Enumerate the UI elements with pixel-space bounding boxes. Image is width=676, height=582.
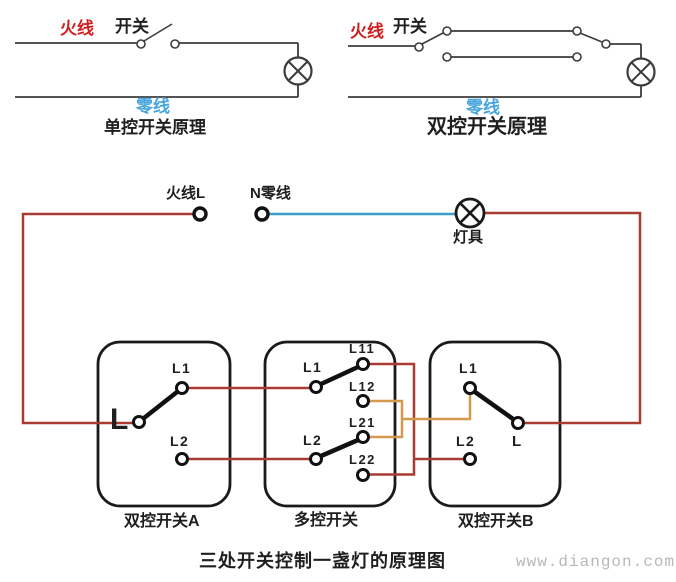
switch-a-l2-label: L2: [170, 433, 190, 449]
multi-switch-l2-terminal: [309, 452, 323, 466]
tl-neutral-label: 零线: [136, 97, 170, 116]
live-feed-wire: [21, 212, 200, 425]
tl-switch-label: 开关: [115, 17, 149, 36]
switch-a-l2-terminal: [175, 452, 189, 466]
multi-switch-l1-terminal: [309, 380, 323, 394]
multi-switch-blade-bottom: [318, 437, 361, 459]
switch-b-l1-terminal: [463, 381, 477, 395]
lamp-return-wire: [484, 211, 642, 425]
tr-neutral-label: 零线: [466, 98, 500, 117]
multi-switch-blade-top: [318, 364, 361, 387]
watermark-text: www.diangon.com: [516, 553, 676, 571]
supply-terminals: [192, 206, 270, 222]
multi-switch-l12-label: L12: [349, 379, 376, 394]
multi-switch-l21-label: L21: [349, 415, 376, 430]
switch-b-l1-label: L1: [459, 360, 479, 376]
tr-blade-left: [421, 32, 444, 45]
tl-lamp-cross-2: [287, 60, 309, 82]
diagram-title: 三处开关控制一盏灯的原理图: [199, 551, 446, 571]
switch-a-common-terminal: [132, 415, 146, 429]
tl-live-label: 火线: [60, 19, 94, 38]
switch-a-common-label: L: [110, 403, 129, 436]
tl-switch-blade: [143, 23, 173, 42]
tl-contact-right: [170, 39, 180, 49]
switch-b-common-label: L: [512, 433, 522, 450]
multi-switch-l2-label: L2: [303, 432, 323, 448]
neutral-terminal-label: N零线: [250, 185, 291, 202]
switch-a-caption: 双控开关A: [124, 513, 200, 530]
lamp-label: 灯具: [453, 229, 484, 246]
multi-switch-l11-terminal: [356, 357, 370, 371]
multi-switch-l1-label: L1: [303, 359, 323, 375]
tl-contact-left: [136, 39, 146, 49]
multi-switch-box: [263, 340, 397, 508]
tr-contact-down-left: [442, 52, 452, 62]
multi-switch-l11-label: L11: [349, 341, 376, 356]
switch-boxes: [96, 340, 562, 508]
single-control-circuit: [15, 23, 313, 98]
switch-b-l2-terminal: [463, 452, 477, 466]
box-terminals: [132, 357, 525, 482]
multi-switch-caption: 多控开关: [294, 512, 359, 529]
wire-to-b-l1: [402, 395, 472, 421]
tr-contact-up-right: [572, 26, 582, 36]
switch-b-blade: [472, 389, 516, 422]
tr-lamp-cross-2: [630, 61, 652, 83]
tr-live-label: 火线: [350, 22, 384, 41]
switch-b-common-terminal: [511, 416, 525, 430]
live-terminal-label: 火线L: [166, 185, 206, 202]
tl-caption: 单控开关原理: [104, 118, 206, 137]
multi-switch-l21-terminal: [356, 430, 370, 444]
multi-switch-l12-terminal: [356, 394, 370, 408]
tr-switch-label: 开关: [393, 17, 427, 36]
lamp-cross-2: [459, 202, 481, 224]
main-lamp: [454, 197, 486, 229]
double-control-circuit: [348, 26, 656, 98]
switch-a-l1-terminal: [175, 381, 189, 395]
switch-blades: [141, 364, 516, 459]
switch-b-caption: 双控开关B: [458, 513, 534, 530]
switch-b-l2-label: L2: [456, 433, 476, 449]
multi-switch-l22-label: L22: [349, 452, 376, 467]
jumper-wires-orange: [369, 395, 472, 439]
tr-contact-down-right: [572, 52, 582, 62]
tr-contact-common-right: [601, 39, 611, 49]
switch-a-blade: [141, 389, 180, 421]
neutral-terminal: [254, 206, 270, 222]
tr-blade-right: [579, 32, 603, 43]
tr-caption: 双控开关原理: [427, 116, 547, 138]
live-wires-red: [21, 211, 642, 476]
switch-a-l1-label: L1: [172, 360, 192, 376]
tr-contact-up-left: [442, 26, 452, 36]
live-terminal: [192, 206, 208, 222]
tr-contact-common-left: [414, 42, 424, 52]
multi-switch-l22-terminal: [356, 468, 370, 482]
